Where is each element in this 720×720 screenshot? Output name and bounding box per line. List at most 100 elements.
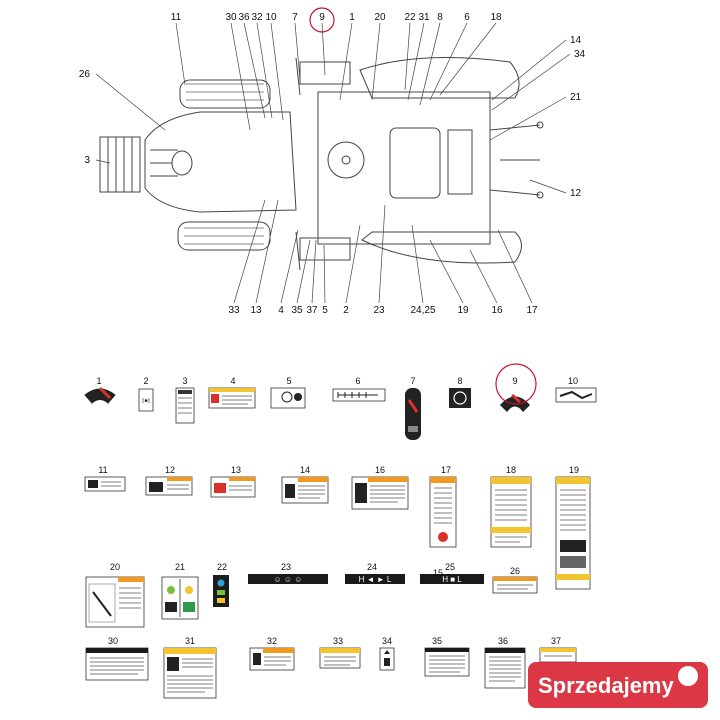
decal-label-3: 3: [182, 376, 187, 386]
decal-34: [379, 647, 395, 671]
decal-label-8: 8: [457, 376, 462, 386]
leader-line-17: [497, 229, 533, 304]
callout-32: 32: [251, 12, 263, 23]
decal-24: H ◄ ► L: [345, 574, 405, 584]
leader-line-7: [294, 22, 301, 81]
callout-5: 5: [322, 305, 328, 316]
leader-line-9: [321, 22, 326, 76]
leader-line-33: [233, 199, 266, 304]
decal-label-21: 21: [175, 562, 185, 572]
decal-label-15: 15: [433, 568, 443, 578]
callout-8: 8: [437, 12, 443, 23]
decal-label-17: 17: [441, 465, 451, 475]
watermark-badge: [678, 666, 698, 686]
decal-11: [84, 476, 126, 492]
leader-line-19: [429, 239, 464, 304]
decal-24-symbols: H ◄ ► L: [359, 575, 392, 584]
callout-13: 13: [250, 305, 262, 316]
decal-17: [429, 476, 457, 548]
decal-25-symbols: H ■ L: [442, 575, 462, 584]
callout-23: 23: [373, 305, 385, 316]
decal-7: [405, 388, 421, 440]
hood: [144, 111, 297, 213]
decal-30: [85, 647, 149, 681]
decal-13: [210, 476, 256, 498]
callout-16: 16: [491, 305, 503, 316]
decal-label-23: 23: [281, 562, 291, 572]
decal-20: [85, 576, 145, 628]
decal-18: [490, 476, 532, 548]
decal-8: [449, 388, 471, 408]
leader-line-36: [243, 22, 266, 119]
callout-31: 31: [418, 12, 430, 23]
decal-label-36: 36: [498, 636, 508, 646]
highlight-circle-top: [309, 7, 335, 33]
decal-label-6: 6: [355, 376, 360, 386]
leader-line-21: [489, 96, 567, 141]
rear-hitch: [489, 124, 541, 196]
decal-12: [145, 476, 193, 496]
decal-26: [492, 576, 538, 594]
callout-34: 34: [574, 49, 586, 60]
leader-line-16: [469, 249, 498, 304]
callout-26: 26: [79, 69, 91, 80]
watermark: Sprzedajemy .pl: [528, 662, 708, 708]
leader-line-1: [339, 22, 353, 101]
callout-19: 19: [457, 305, 469, 316]
callout-14: 14: [570, 35, 582, 46]
watermark-tld: .pl: [681, 669, 695, 683]
rear-fender-bottom: [361, 231, 522, 264]
decal-19: [555, 476, 591, 590]
decal-23: ☺ ☺ ☺: [248, 574, 328, 584]
callout-leaders: [95, 22, 571, 304]
callout-37: 37: [306, 305, 318, 316]
decal-label-5: 5: [286, 376, 291, 386]
leader-line-3: [95, 159, 111, 164]
leader-line-31: [407, 22, 425, 101]
operator-platform: [317, 91, 491, 245]
decal-36: [484, 647, 526, 689]
decal-33: [319, 647, 361, 669]
decal-label-22: 22: [217, 562, 227, 572]
decal-32: [249, 647, 295, 671]
callout-9: 9: [319, 12, 325, 23]
leader-line-2: [345, 224, 361, 304]
decal-label-1: 1: [96, 376, 101, 386]
callout-36: 36: [238, 12, 250, 23]
decal-label-30: 30: [108, 636, 118, 646]
decal-label-31: 31: [185, 636, 195, 646]
decal-label-26: 26: [510, 566, 520, 576]
decal-label-24: 24: [367, 562, 377, 572]
decal-25: H ■ L: [420, 574, 484, 584]
decal-1: [84, 386, 116, 404]
callout-21: 21: [570, 92, 582, 103]
callout-18: 18: [490, 12, 502, 23]
leader-line-35: [296, 239, 311, 304]
highlight-circle-decal: [495, 363, 537, 405]
decal-label-14: 14: [300, 465, 310, 475]
callout-20: 20: [374, 12, 386, 23]
decal-label-33: 33: [333, 636, 343, 646]
callout-10: 10: [265, 12, 277, 23]
callout-12: 12: [570, 188, 582, 199]
front-wheel-top: [179, 79, 271, 109]
leader-line-22: [404, 22, 411, 91]
leader-line-4: [280, 229, 299, 304]
decal-label-25: 25: [445, 562, 455, 572]
decal-label-7: 7: [410, 376, 415, 386]
decal-37: [539, 647, 577, 663]
callout-3: 3: [84, 155, 90, 166]
decal-21: [161, 576, 199, 620]
leader-line-23: [378, 204, 386, 304]
callout-11: 11: [171, 12, 182, 23]
decal-label-18: 18: [506, 465, 516, 475]
decal-23-symbols: ☺ ☺ ☺: [274, 575, 303, 584]
decal-22: [213, 575, 229, 607]
callout-30: 30: [225, 12, 237, 23]
decal-label-2: 2: [143, 376, 148, 386]
decal-31: [163, 647, 217, 699]
steering-wheel: [327, 141, 365, 179]
decal-14: [281, 476, 329, 504]
